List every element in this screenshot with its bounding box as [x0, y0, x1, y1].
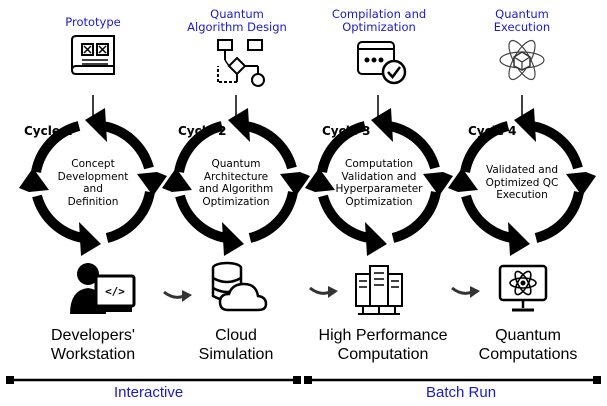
- timeline-start-cap: [6, 376, 14, 384]
- cycle-label-2: Cycle 2: [178, 124, 227, 138]
- bottom-label-1: Developers' Workstation: [50, 327, 136, 363]
- bottom-label-3: High Performance Computation: [318, 327, 448, 363]
- cloud-database-icon: [211, 261, 268, 312]
- cycle-label-4: Cycle 4: [468, 124, 517, 138]
- stage-title-2: Quantum Algorithm Design: [187, 7, 287, 34]
- small-arrow-2: [308, 284, 340, 300]
- window-check-icon: [357, 41, 407, 85]
- flowchart-icon: [217, 39, 265, 87]
- cycle-text-3: Computation Validation and Hyperparamete…: [335, 158, 423, 208]
- cycle-label-1: Cycle 1: [24, 124, 73, 138]
- stage-title-1: Prototype: [65, 15, 121, 29]
- svg-text:</>: </>: [105, 285, 125, 298]
- phase-interactive: Interactive: [114, 384, 184, 401]
- blueprint-icon: [71, 35, 115, 75]
- cycle-label-3: Cycle 3: [322, 124, 371, 138]
- bottom-label-4: Quantum Computations: [478, 327, 578, 363]
- quantum-monitor-icon: [498, 264, 548, 312]
- cycle-text-2: Quantum Architecture and Algorithm Optim…: [198, 158, 274, 208]
- cycle-text-4: Validated and Optimized QC Execution: [485, 164, 559, 201]
- server-rack-icon: [355, 265, 403, 315]
- cycle-text-1: Concept Development and Definition: [57, 158, 129, 208]
- stage-title-3: Compilation and Optimization: [331, 7, 427, 34]
- small-arrow-3: [450, 284, 482, 300]
- batch-start-cap: [304, 376, 312, 384]
- developer-workstation-icon: </>: [70, 263, 136, 314]
- quantum-atom-icon: [499, 39, 545, 81]
- timeline-end-cap: [593, 376, 601, 384]
- phase-batch-run: Batch Run: [426, 384, 497, 401]
- interactive-end-cap: [293, 376, 301, 384]
- stage-title-4: Quantum Execution: [493, 7, 551, 34]
- bottom-label-2: Cloud Simulation: [198, 327, 274, 363]
- small-arrow-1: [162, 288, 194, 304]
